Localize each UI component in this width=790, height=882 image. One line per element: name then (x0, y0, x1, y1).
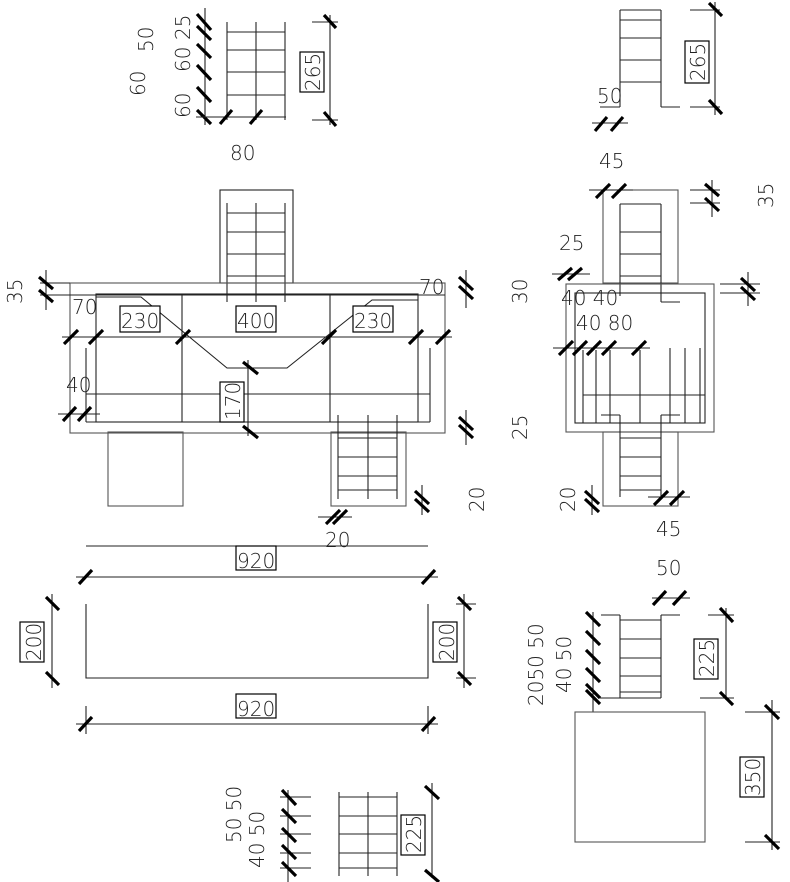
footing-label: 350 (741, 758, 765, 796)
top-right-bar-detail: 265 50 (592, 1, 724, 133)
top-cover-label: 35 (754, 183, 778, 208)
spacing-ticks (195, 12, 213, 126)
spacings-col2-label: 40 50 (552, 636, 576, 693)
length-bottom-label: 920 (237, 697, 275, 721)
top-cover-label: 35 (3, 279, 27, 304)
main-section: 230 400 230 170 70 70 40 35 30 25 20 20 (3, 189, 532, 552)
long-bar-detail: 920 200 200 920 (19, 545, 476, 734)
footing-block (574, 711, 706, 843)
stirrup-side-label: 20 (465, 487, 489, 512)
bottom-center-detail: 50 50 40 50 225 (222, 783, 441, 882)
width-label: 50 (656, 556, 681, 580)
bottom-left-label: 20 (556, 487, 580, 512)
height-label: 265 (301, 53, 325, 91)
height-left-label: 200 (22, 623, 46, 661)
spacings-col1-label: 50 50 (222, 786, 246, 843)
width-label: 50 (597, 84, 622, 108)
height-label: 225 (695, 639, 719, 677)
stirrup-bottom-label: 20 (325, 528, 350, 552)
left-cover-label: 25 (559, 231, 584, 255)
spacing-label: 60 (171, 93, 195, 118)
span-right-label: 230 (354, 309, 392, 333)
spacing-label: 50 (134, 27, 158, 52)
height-label: 265 (686, 43, 710, 81)
side-section: 45 35 25 40 40 40 80 (552, 149, 778, 541)
dimension-box (684, 40, 710, 84)
spacings-col1-label: 2050 50 (524, 623, 548, 706)
top-left-bar-detail: 265 25 50 60 60 60 80 (126, 8, 338, 165)
offsets-row2-label: 40 80 (576, 311, 633, 335)
dimension-box (299, 51, 325, 93)
height-label: 225 (402, 815, 426, 853)
offsets-row1-label: 40 40 (561, 286, 618, 310)
right-bottom-label: 25 (508, 415, 532, 440)
spacing-label: 60 (126, 71, 150, 96)
spacing-label: 25 (171, 15, 195, 40)
length-top-label: 920 (237, 549, 275, 573)
left-offset-label: 70 (72, 295, 97, 319)
top-width-label: 45 (599, 149, 624, 173)
rebar-grid (226, 22, 286, 120)
bottom-right-detail: 50 2050 50 40 50 225 350 (524, 556, 781, 851)
height-right-label: 200 (435, 623, 459, 661)
depth-label: 170 (221, 382, 245, 420)
right-offset-label: 70 (419, 275, 444, 299)
bottom-right-label: 45 (656, 517, 681, 541)
span-mid-label: 400 (237, 309, 275, 333)
spacings-col2-label: 40 50 (245, 811, 269, 868)
width-label: 80 (230, 141, 255, 165)
left-inner-label: 40 (66, 373, 91, 397)
span-left-label: 230 (121, 309, 159, 333)
spacing-label: 60 (171, 47, 195, 72)
right-top-label: 30 (508, 279, 532, 304)
